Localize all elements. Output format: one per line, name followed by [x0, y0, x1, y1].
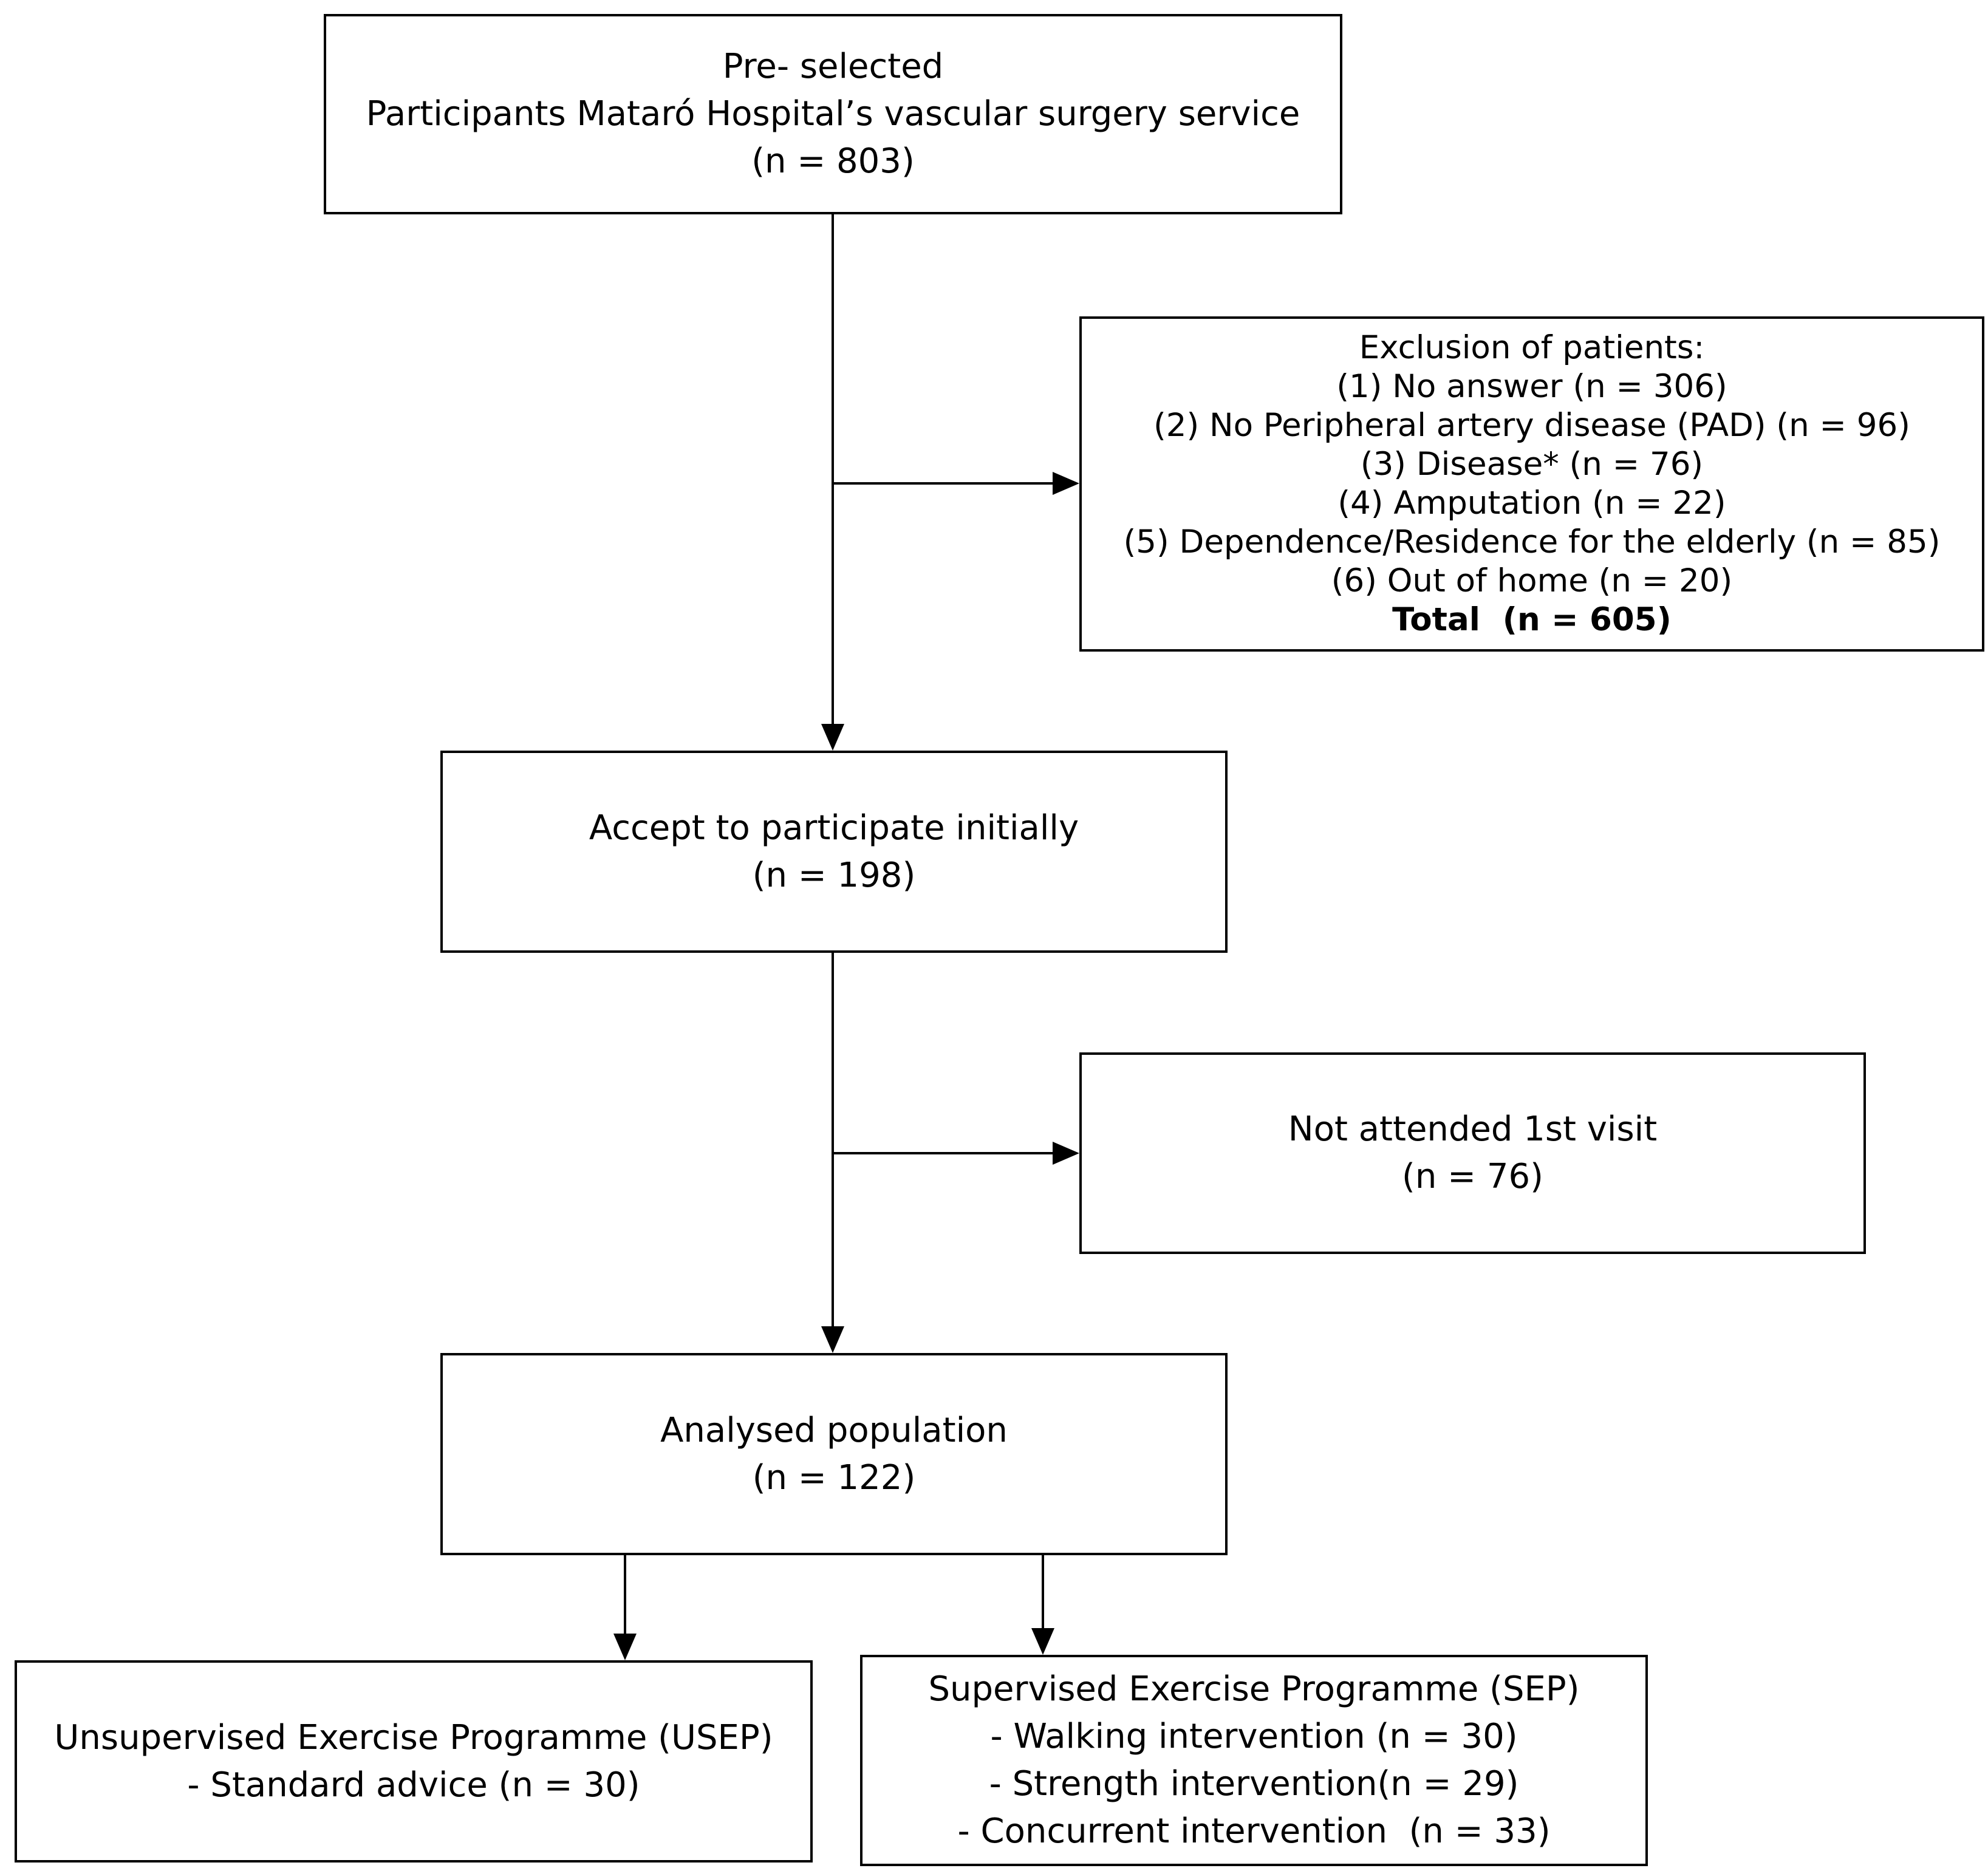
exclusion-item-4: (4) Amputation (n = 22)	[1337, 485, 1726, 522]
usep-item: - Standard advice (n = 30)	[187, 1765, 640, 1805]
accept-label: Accept to participate initially	[589, 808, 1079, 848]
arrowhead-analysed	[821, 1326, 844, 1353]
sep-box: Supervised Exercise Programme (SEP) - Wa…	[860, 1655, 1648, 1866]
exclusion-item-5: (5) Dependence/Residence for the elderly…	[1123, 523, 1941, 561]
arrowhead-accept	[821, 724, 844, 751]
arrowhead-usep	[613, 1634, 637, 1660]
sep-item-concurrent: - Concurrent intervention (n = 33)	[957, 1811, 1551, 1851]
sep-title: Supervised Exercise Programme (SEP)	[928, 1669, 1580, 1709]
sep-item-walking: - Walking intervention (n = 30)	[990, 1717, 1518, 1756]
accept-box: Accept to participate initially (n = 198…	[440, 751, 1228, 953]
preselected-box: Pre- selected Participants Mataró Hospit…	[324, 14, 1342, 214]
preselected-line2: Participants Mataró Hospital’s vascular …	[366, 94, 1300, 134]
accept-count: (n = 198)	[752, 855, 916, 895]
usep-title: Unsupervised Exercise Programme (USEP)	[54, 1717, 773, 1757]
preselected-line1: Pre- selected	[722, 47, 944, 86]
preselected-count: (n = 803)	[751, 141, 915, 181]
exclusion-item-2: (2) No Peripheral artery disease (PAD) (…	[1153, 407, 1910, 444]
not-attended-box: Not attended 1st visit (n = 76)	[1079, 1052, 1866, 1254]
analysed-label: Analysed population	[660, 1410, 1008, 1450]
exclusion-item-1: (1) No answer (n = 306)	[1336, 368, 1727, 405]
exclusion-total: Total (n = 605)	[1392, 601, 1672, 638]
arrowhead-sep	[1031, 1628, 1054, 1655]
not-attended-label: Not attended 1st visit	[1288, 1109, 1658, 1149]
not-attended-count: (n = 76)	[1402, 1157, 1543, 1196]
analysed-count: (n = 122)	[752, 1457, 916, 1498]
arrowhead-exclusion	[1053, 472, 1079, 495]
usep-box: Unsupervised Exercise Programme (USEP) -…	[15, 1660, 813, 1862]
exclusion-item-6: (6) Out of home (n = 20)	[1331, 562, 1733, 599]
exclusion-title: Exclusion of patients:	[1359, 329, 1705, 366]
arrowhead-not-attended	[1053, 1142, 1079, 1165]
sep-item-strength: - Strength intervention(n = 29)	[989, 1764, 1519, 1804]
exclusion-box: Exclusion of patients: (1) No answer (n …	[1079, 316, 1984, 652]
exclusion-item-3: (3) Disease* (n = 76)	[1360, 446, 1704, 483]
analysed-box: Analysed population (n = 122)	[440, 1353, 1228, 1555]
